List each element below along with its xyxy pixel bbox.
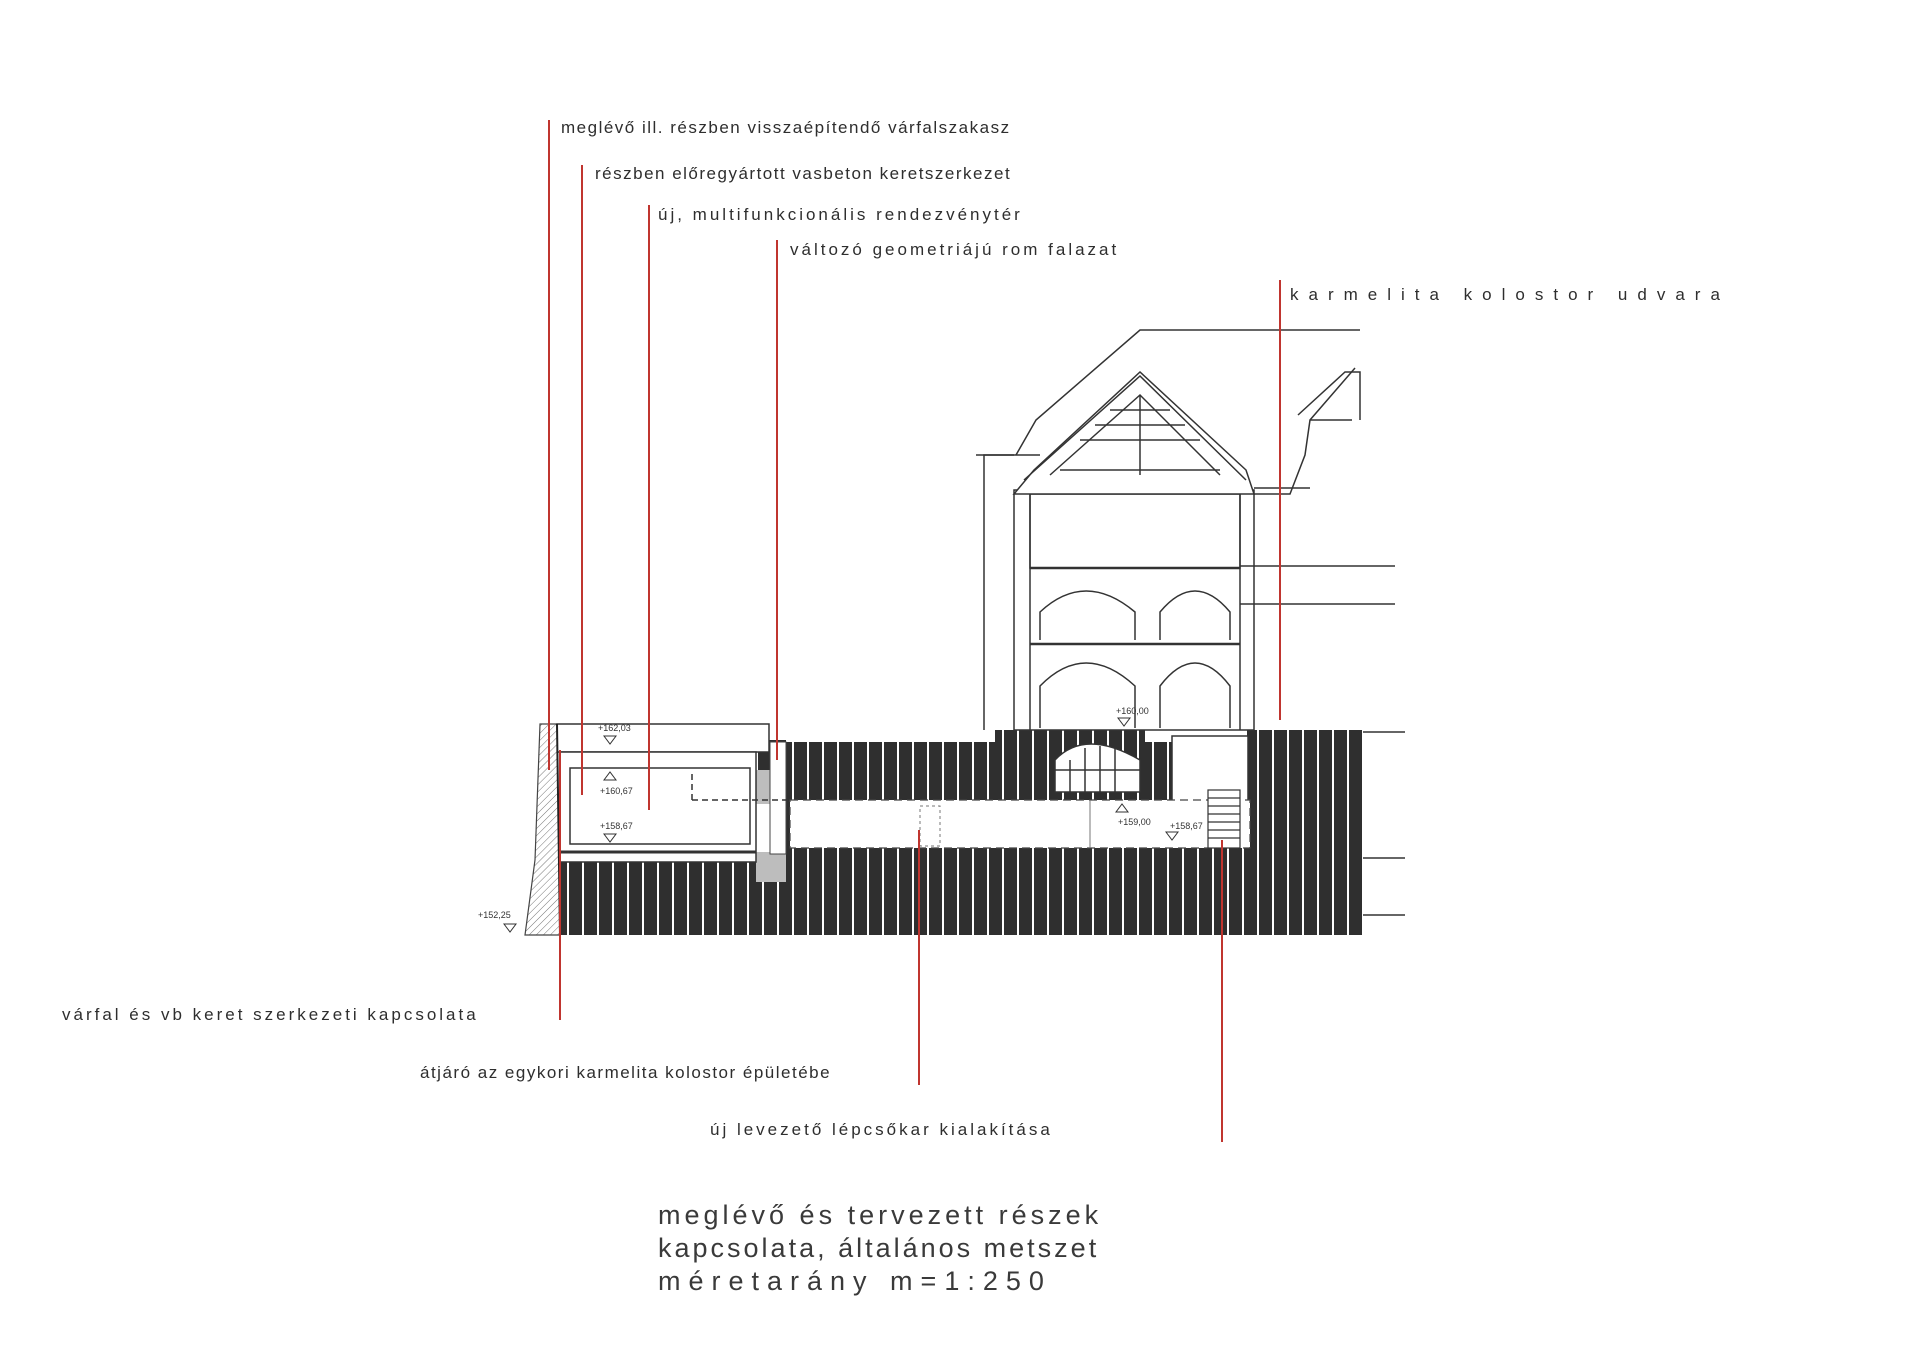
level-labels: +162,03 +160,67 +158,67 +160,00 +159,00 … — [478, 706, 1203, 920]
level-label: +158,67 — [1170, 821, 1203, 831]
level-label: +159,00 — [1118, 817, 1151, 827]
level-markers — [503, 717, 1179, 933]
leader-line-ruin-wall — [776, 240, 778, 760]
level-label: +160,00 — [1116, 706, 1149, 716]
terrain-lines — [1363, 731, 1405, 916]
label-concrete-frame: részben előregyártott vasbeton keretszer… — [595, 164, 1012, 183]
drawing-title: meglévő és tervezett részek kapcsolata, … — [658, 1199, 1102, 1298]
label-event-space: új, multifunkcionális rendezvénytér — [658, 205, 1023, 224]
leader-line-event-space — [648, 205, 650, 810]
label-wall-connection: várfal és vb keret szerkezeti kapcsolata — [62, 1005, 479, 1024]
leader-line-stair — [1221, 840, 1223, 1142]
label-ruin-wall: változó geometriájú rom falazat — [790, 240, 1120, 259]
level-label: +160,67 — [600, 786, 633, 796]
level-label: +162,03 — [598, 723, 631, 733]
passage-corridor — [789, 799, 1251, 849]
label-castle-wall: meglévő ill. részben visszaépítendő várf… — [561, 118, 1011, 137]
label-courtyard: karmelita kolostor udvara — [1290, 285, 1730, 304]
title-line-3: méretarány m=1:250 — [658, 1266, 1052, 1296]
monastery-building — [976, 329, 1395, 793]
leader-line-concrete-frame — [581, 165, 583, 795]
leader-line-courtyard — [1279, 280, 1281, 720]
title-line-1: meglévő és tervezett részek — [658, 1200, 1103, 1230]
leader-line-castle-wall — [548, 120, 550, 770]
level-label: +152,25 — [478, 910, 511, 920]
new-stair — [1207, 789, 1241, 849]
event-space-frame — [556, 723, 790, 863]
title-line-2: kapcsolata, általános metszet — [658, 1233, 1100, 1263]
leader-line-passage — [918, 830, 920, 1085]
label-passage: átjáró az egykori karmelita kolostor épü… — [420, 1063, 832, 1082]
ruin-wall — [756, 740, 787, 882]
level-label: +158,67 — [600, 821, 633, 831]
label-stair: új levezető lépcsőkar kialakítása — [710, 1120, 1053, 1139]
castle-wall — [524, 723, 561, 936]
leader-line-wall-connection — [559, 750, 561, 1020]
